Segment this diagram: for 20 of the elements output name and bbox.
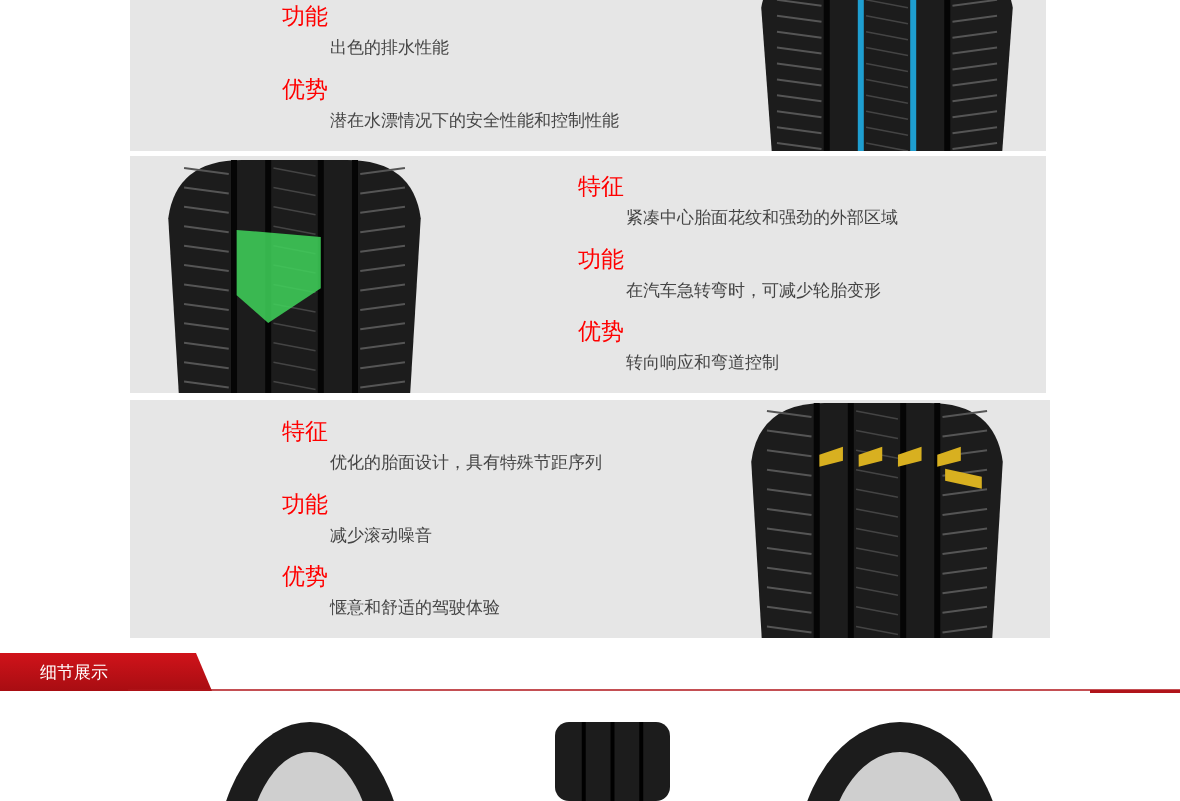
- description-text: 紧凑中心胎面花纹和强劲的外部区域: [626, 206, 898, 228]
- section-heading: 优势: [578, 317, 624, 345]
- section-heading: 功能: [578, 244, 624, 273]
- section-heading: 功能: [282, 2, 328, 30]
- description-text: 潜在水漂情况下的安全性能和控制性能: [330, 108, 619, 131]
- description-text: 惬意和舒适的驾驶体验: [330, 596, 500, 618]
- section-heading: 优势: [282, 562, 328, 590]
- section-heading: 特征: [282, 417, 328, 445]
- feature-panel: [130, 156, 1046, 393]
- description-text: 优化的胎面设计，具有特殊节距序列: [330, 451, 602, 473]
- description-text: 减少滚动噪音: [330, 523, 432, 546]
- section-heading: 优势: [282, 74, 328, 103]
- feature-panel: [130, 400, 1050, 638]
- section-heading: 特征: [578, 172, 624, 200]
- description-text: 转向响应和弯道控制: [626, 351, 779, 373]
- description-text: 在汽车急转弯时，可减少轮胎变形: [626, 278, 881, 301]
- description-text: 出色的排水性能: [330, 36, 449, 58]
- section-heading: 功能: [282, 489, 328, 518]
- section-tab: 细节展示: [0, 653, 212, 691]
- feature-panel: [130, 0, 1046, 151]
